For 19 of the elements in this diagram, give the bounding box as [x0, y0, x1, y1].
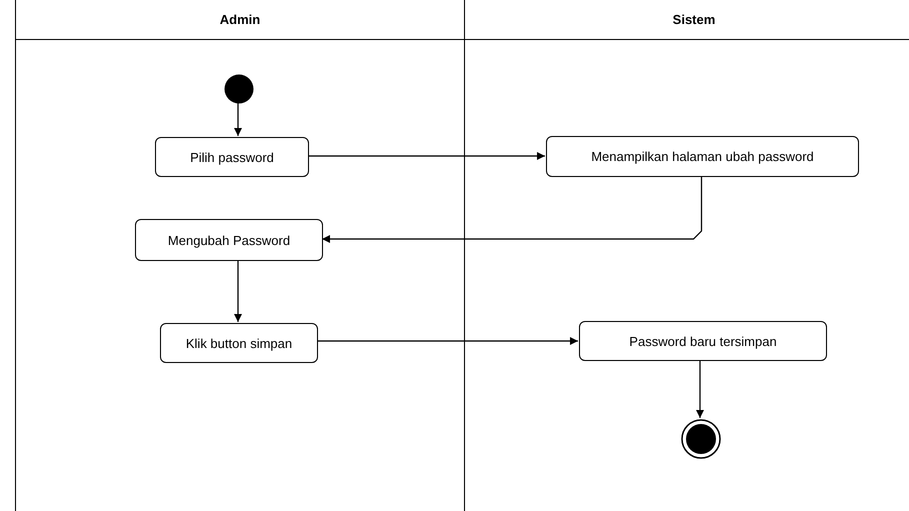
action-label: Mengubah Password	[168, 232, 290, 248]
lane-title: Sistem	[672, 12, 716, 27]
lane-title: Admin	[220, 12, 260, 27]
arrow	[696, 360, 704, 418]
action-box	[579, 321, 827, 361]
action-box	[160, 323, 318, 363]
action-box	[155, 137, 309, 177]
action-box	[546, 136, 859, 177]
arrow	[234, 103, 242, 136]
action-box	[135, 219, 323, 261]
arrow	[322, 176, 702, 243]
swimlane	[15, 0, 465, 511]
action-label: Klik button simpan	[186, 336, 292, 350]
action-label: Pilih password	[190, 150, 274, 164]
action-label: Password baru tersimpan	[629, 334, 777, 348]
action-label: Menampilkan halaman ubah password	[591, 149, 814, 164]
arrow	[234, 260, 242, 322]
arrow	[317, 337, 578, 345]
arrow	[308, 152, 545, 160]
